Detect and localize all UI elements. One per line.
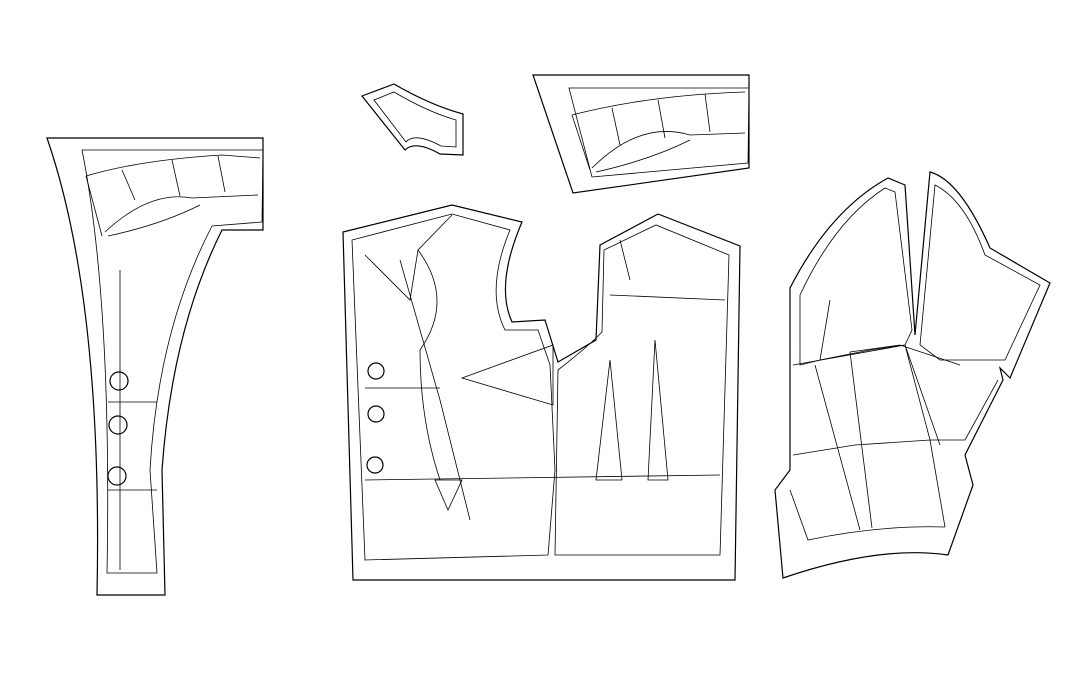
upper-collar-seam: [568, 87, 750, 178]
front-facing-outline: [46, 137, 264, 596]
waist-darts: [434, 339, 669, 511]
armhole-line: [609, 239, 726, 301]
button-marker: [366, 456, 384, 474]
bodice-seam-front: [351, 213, 556, 561]
upper-collar-piece: [532, 74, 750, 194]
front-facing-seam: [81, 149, 264, 574]
waist-line: [364, 474, 721, 481]
upper-collar-outline: [532, 74, 750, 194]
bodice-outline: [342, 204, 741, 581]
sleeve-panel-lines: [789, 299, 999, 541]
lapel-lines: [364, 214, 471, 521]
sleeve-seam-left: [799, 187, 913, 366]
front-facing-piece: [46, 137, 264, 596]
bodice-seam-back: [554, 224, 730, 556]
collar-stand-outline: [361, 83, 464, 156]
button-marker: [107, 466, 127, 486]
button-marker: [109, 371, 129, 391]
button-marker: [108, 415, 128, 435]
sleeve-outline: [774, 171, 1051, 579]
sleeve-seam-right: [919, 184, 1041, 361]
button-marker: [367, 362, 385, 380]
collar-fold-lines: [85, 154, 261, 237]
button-marker: [367, 405, 385, 423]
bust-dart: [460, 344, 554, 406]
sleeve-piece: [774, 171, 1051, 579]
bodice-piece: [342, 204, 741, 581]
collar-stand-seam: [373, 91, 457, 148]
collar-stand-piece: [361, 83, 464, 156]
upper-collar-fold-lines: [571, 91, 746, 173]
